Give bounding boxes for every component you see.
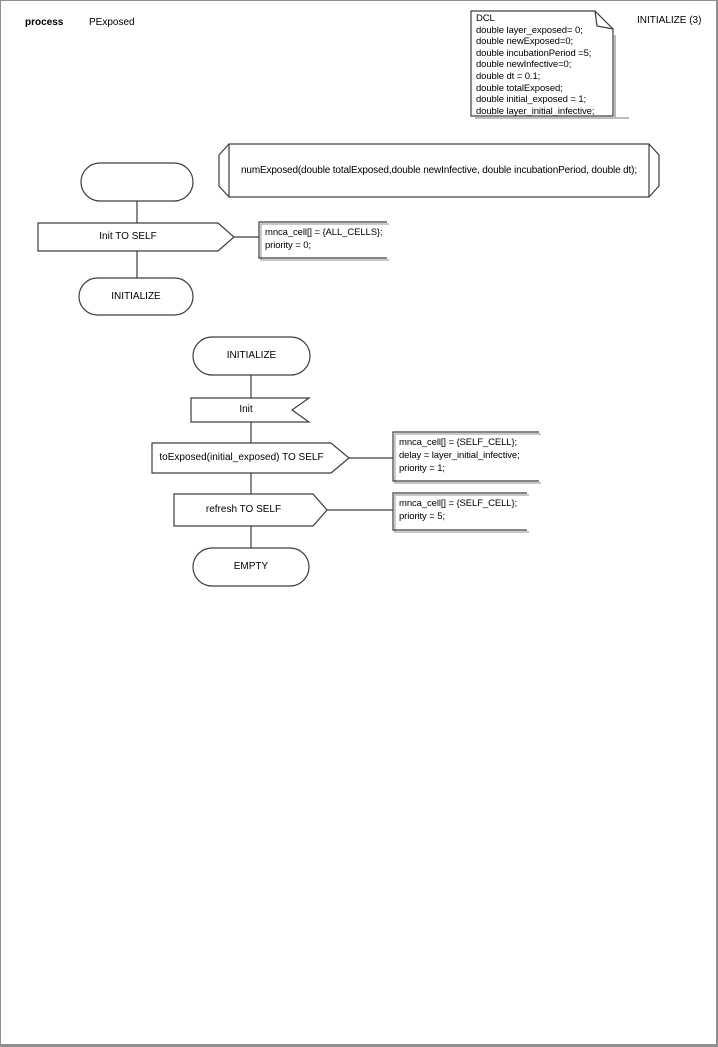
nextstate-initialize-shape[interactable] bbox=[78, 277, 194, 316]
state-empty-shape[interactable] bbox=[192, 547, 310, 587]
operator-signature-text: numExposed(double totalExposed,double ne… bbox=[241, 164, 637, 176]
input-init-label: Init bbox=[239, 404, 253, 415]
output-toexposed-label: toExposed(initial_exposed) TO SELF bbox=[159, 452, 324, 463]
comment-line: mnca_cell[] = {ALL_CELLS}; bbox=[265, 227, 383, 238]
comment-init-shape[interactable] bbox=[258, 221, 387, 259]
dcl-line: double layer_exposed= 0; bbox=[476, 24, 583, 36]
dcl-line: double newExposed=0; bbox=[476, 36, 574, 48]
start-symbol[interactable] bbox=[80, 162, 194, 202]
state-initialize-label: INITIALIZE bbox=[226, 350, 277, 361]
dcl-line: double dt = 0.1; bbox=[476, 70, 541, 82]
comment-line: priority = 5; bbox=[399, 511, 445, 523]
comment-toexposed-shadow bbox=[394, 433, 541, 484]
operator-signature-shape[interactable] bbox=[228, 143, 650, 198]
operator-signature-left-cap bbox=[218, 143, 230, 198]
output-refresh-label: refresh TO SELF bbox=[205, 504, 282, 515]
comment-line: delay = layer_initial_infective; bbox=[399, 450, 520, 462]
comment-line: mnca_cell[] = {SELF_CELL}; bbox=[399, 498, 518, 509]
dcl-line: double newInfective=0; bbox=[476, 59, 572, 71]
dcl-line: double initial_exposed = 1; bbox=[476, 94, 587, 106]
dcl-note-text: DCL double layer_exposed= 0; double newE… bbox=[476, 13, 610, 117]
operator-signature-right-cap bbox=[648, 143, 660, 198]
dcl-line: double incubationPeriod =5; bbox=[476, 47, 592, 59]
dcl-line: double layer_initial_infective; bbox=[476, 105, 595, 117]
input-init-shape[interactable] bbox=[190, 397, 311, 423]
process-name: PExposed bbox=[89, 17, 135, 28]
output-init-shape[interactable] bbox=[37, 222, 235, 252]
comment-line: mnca_cell[] = {SELF_CELL}; bbox=[399, 437, 518, 448]
output-init-label: Init TO SELF bbox=[99, 231, 157, 242]
comment-toexposed-shape[interactable] bbox=[392, 431, 539, 482]
output-refresh-shape[interactable] bbox=[173, 493, 328, 527]
comment-line: priority = 1; bbox=[399, 463, 445, 475]
comment-line: priority = 0; bbox=[265, 240, 311, 252]
comment-init-shadow bbox=[260, 223, 389, 261]
nextstate-initialize-label: INITIALIZE bbox=[111, 290, 161, 302]
dcl-note-fold-icon bbox=[594, 10, 614, 30]
state-empty-label: EMPTY bbox=[233, 561, 269, 572]
dcl-line: DCL bbox=[476, 13, 495, 24]
comment-init-text: mnca_cell[] = {ALL_CELLS}; priority = 0; bbox=[265, 226, 383, 252]
comment-refresh-shadow bbox=[394, 494, 529, 533]
comment-refresh-shape[interactable] bbox=[392, 492, 527, 531]
dcl-line: double totalExposed; bbox=[476, 82, 563, 94]
process-kind-label: process bbox=[25, 17, 64, 28]
dcl-note-shape[interactable] bbox=[470, 10, 614, 117]
comment-refresh-text: mnca_cell[] = {SELF_CELL}; priority = 5; bbox=[399, 497, 517, 523]
comment-toexposed-text: mnca_cell[] = {SELF_CELL}; delay = layer… bbox=[399, 436, 520, 476]
output-toexposed-shape[interactable] bbox=[151, 442, 350, 474]
page-ref-label: INITIALIZE (3) bbox=[637, 15, 702, 26]
dcl-note-shadow bbox=[475, 35, 629, 119]
